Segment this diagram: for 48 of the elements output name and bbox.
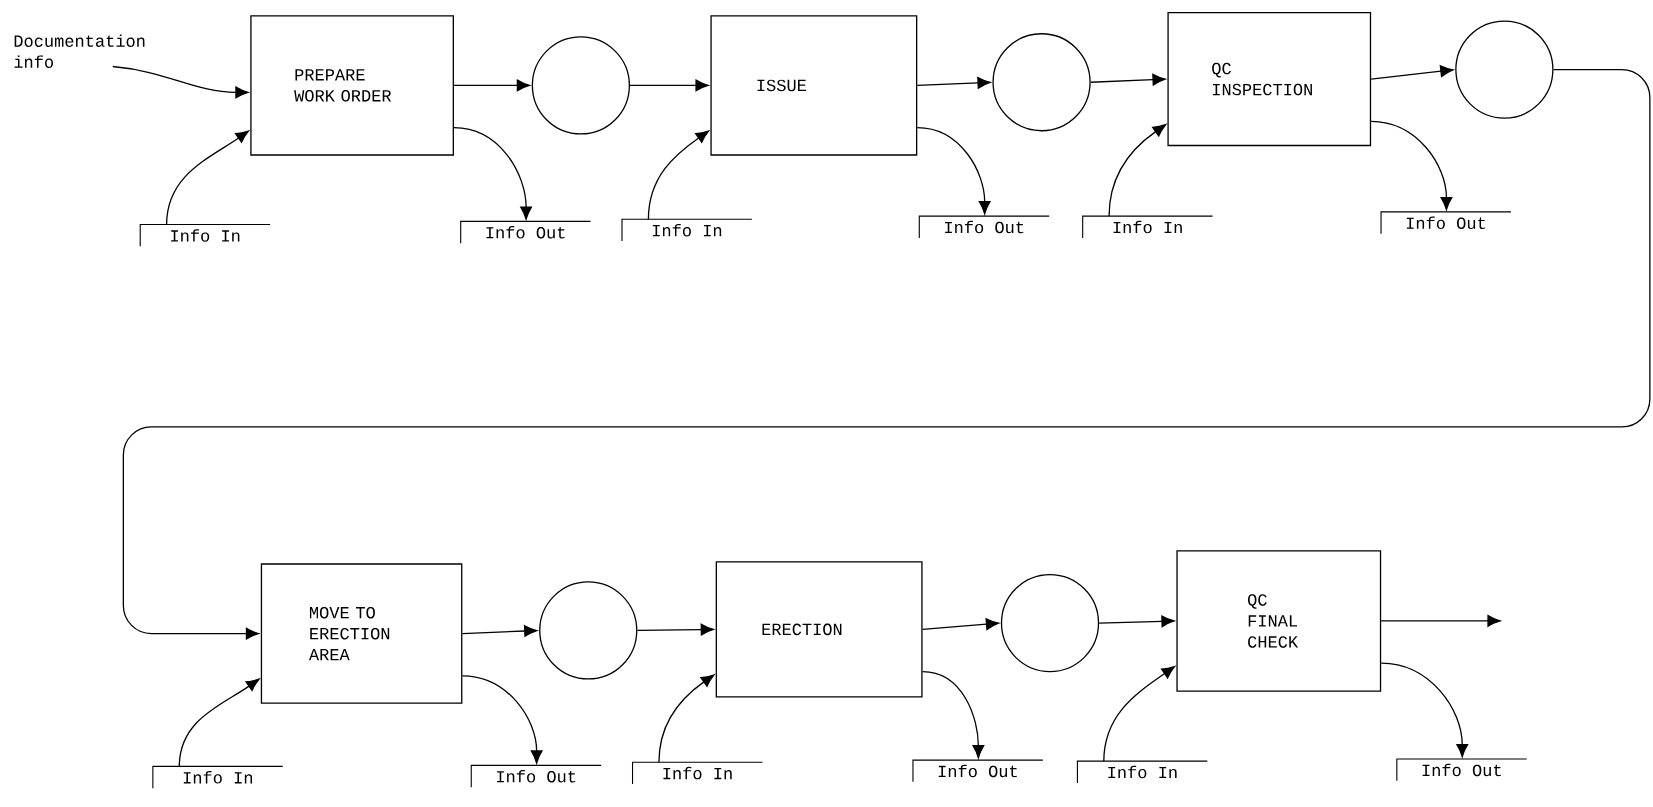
arrow	[1370, 65, 1454, 80]
data-store: Info In	[152, 765, 284, 789]
process-box: MOVE TO ERECTION AREA	[260, 563, 463, 704]
data-store: Info Out	[1380, 211, 1512, 235]
process-box: PREPARE WORK ORDER	[250, 15, 454, 156]
arrow	[916, 76, 991, 89]
arrow	[461, 625, 538, 637]
process-box: ISSUE	[710, 15, 918, 156]
circle	[539, 581, 638, 680]
arrow	[122, 68, 1651, 640]
data-store: Info In	[1082, 215, 1214, 239]
arrow	[1103, 665, 1176, 762]
data-store: Info In	[1076, 760, 1208, 784]
data-store: Info Out	[918, 215, 1050, 239]
circle	[1000, 573, 1100, 673]
data-store: Info In	[632, 761, 763, 785]
arrow	[112, 65, 249, 99]
arrow	[461, 675, 543, 764]
input-label: Documentation info	[14, 34, 145, 68]
circle	[1455, 20, 1554, 119]
arrow	[636, 623, 714, 636]
data-store: Info In	[139, 224, 271, 247]
arrow	[658, 674, 715, 763]
circle	[992, 33, 1091, 132]
circle	[531, 36, 631, 135]
arrow	[1380, 615, 1501, 627]
arrow	[453, 126, 533, 220]
process-box: ERECTION	[715, 561, 923, 698]
arrow	[453, 79, 531, 92]
arrow	[921, 618, 1000, 631]
arrow	[921, 670, 985, 759]
data-store: Info Out	[470, 764, 602, 788]
arrow	[1380, 662, 1469, 758]
arrow	[647, 130, 710, 220]
arrow	[629, 79, 709, 92]
data-store: Info Out	[1396, 758, 1528, 782]
process-box: QC FINAL CHECK	[1176, 550, 1382, 692]
arrow	[165, 130, 249, 226]
data-store: Info Out	[460, 220, 592, 244]
arrow	[1090, 73, 1166, 86]
arrow	[178, 678, 260, 768]
arrow	[1098, 615, 1175, 628]
arrow	[1370, 120, 1453, 211]
arrow	[916, 126, 991, 215]
data-store: Info In	[621, 218, 753, 242]
arrow	[1108, 124, 1167, 217]
process-box: QC INSPECTION	[1167, 12, 1372, 147]
data-store: Info Out	[912, 759, 1044, 783]
